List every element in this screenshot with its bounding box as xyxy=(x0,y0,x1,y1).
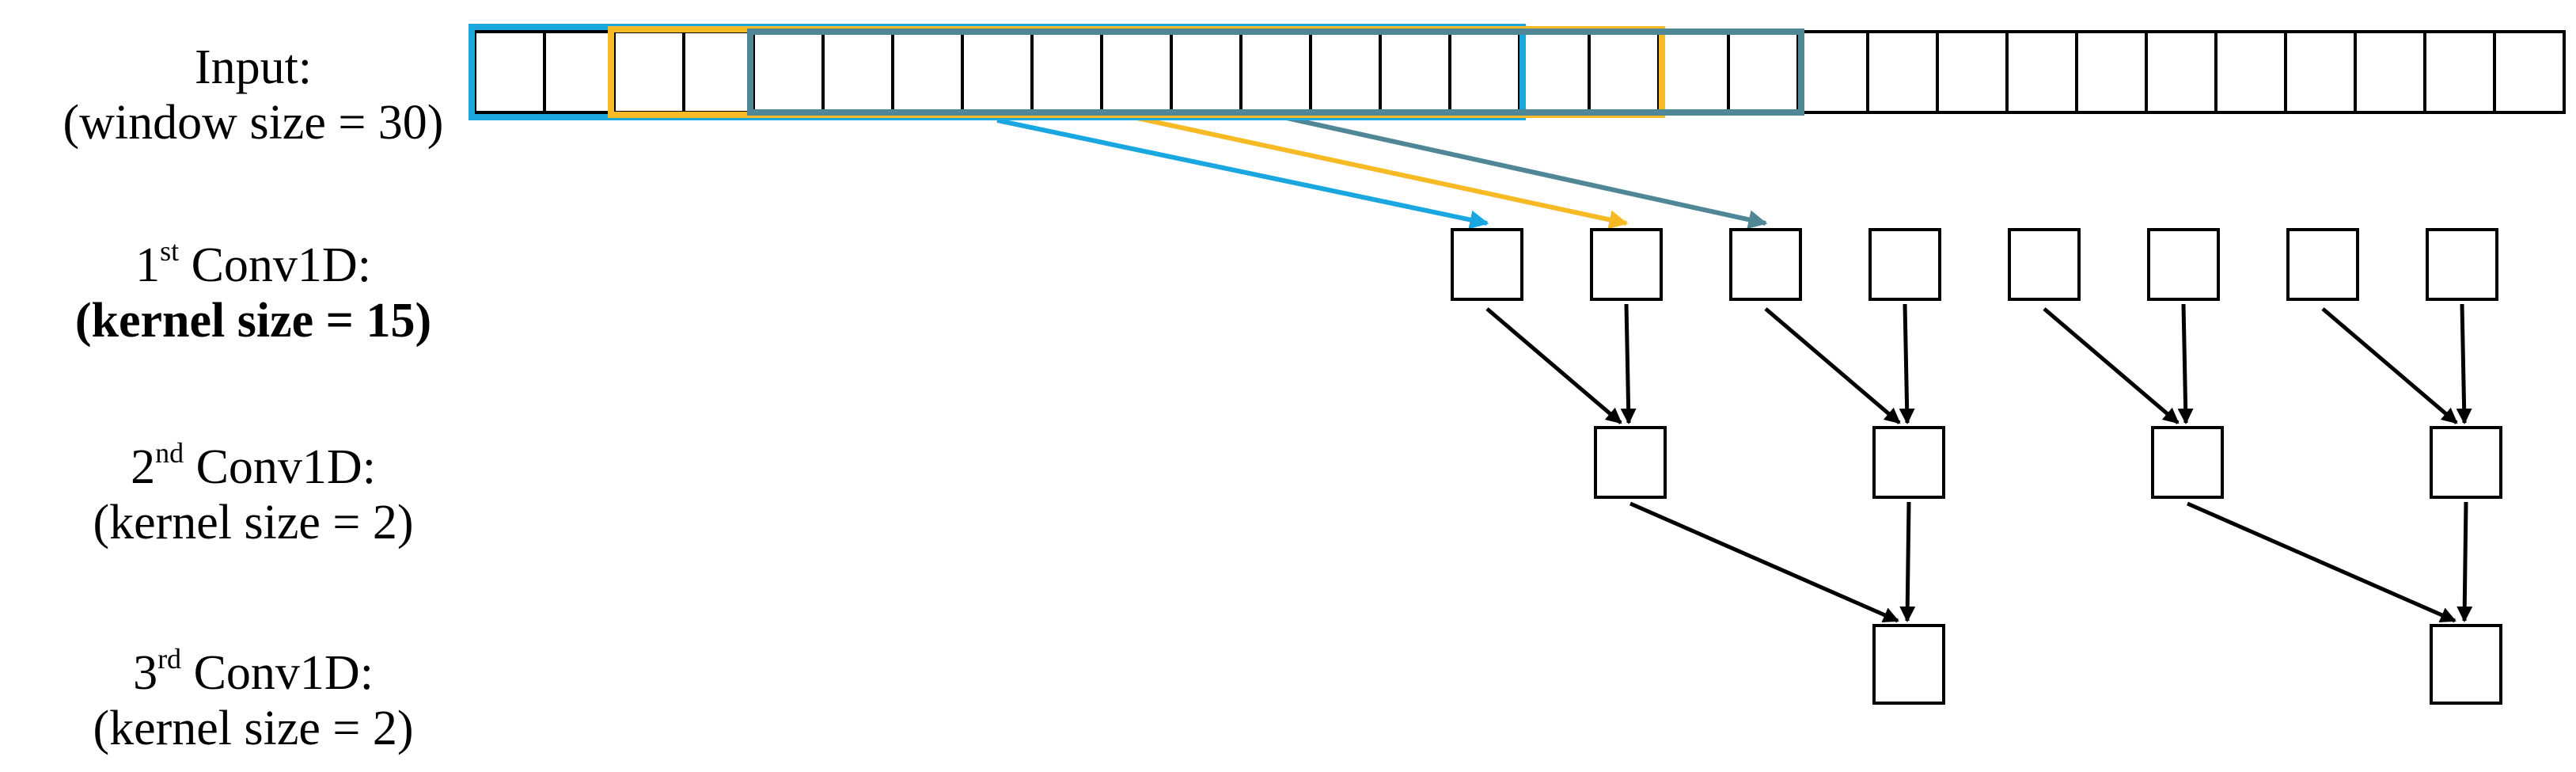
input-cell xyxy=(1588,30,1660,114)
input-cell xyxy=(752,30,825,114)
conv2-to-conv3-arrow xyxy=(2456,501,2473,622)
conv2-label-suffix: nd xyxy=(155,437,184,469)
input-label: Input: (window size = 30) xyxy=(32,40,475,150)
conv2-label-num: 2 xyxy=(131,440,156,494)
kernel-window-3 xyxy=(747,29,1804,116)
input-cell xyxy=(1866,30,1939,114)
input-cell xyxy=(891,30,964,114)
kernel-windows xyxy=(469,24,1804,120)
input-cell xyxy=(1448,30,1521,114)
conv-nodes xyxy=(1451,228,2502,705)
conv1-label-suffix: st xyxy=(160,235,180,267)
input-cell xyxy=(613,30,685,114)
conv2-node xyxy=(1872,426,1945,499)
input-cell xyxy=(2284,30,2357,114)
input-cell xyxy=(1100,30,1173,114)
conv1-node xyxy=(2008,228,2081,301)
input-cell xyxy=(2145,30,2217,114)
kernel-arrow-3 xyxy=(1275,113,1768,230)
conv1-node xyxy=(2286,228,2359,301)
conv2-to-conv3-arrow xyxy=(2186,501,2456,623)
conv3-label-detail: (kernel size = 2) xyxy=(93,702,414,755)
input-cell xyxy=(1936,30,2009,114)
conv1-label-title: Conv1D: xyxy=(191,238,371,292)
kernel-arrow-1 xyxy=(996,118,1489,230)
input-cell xyxy=(473,30,546,114)
input-cell xyxy=(1379,30,1451,114)
conv1-to-conv2-arrow xyxy=(1899,303,1915,424)
conv2-to-conv3-arrow xyxy=(1629,501,1899,623)
conv1-to-conv2-arrow xyxy=(2321,307,2458,424)
conv1-to-conv2-arrow xyxy=(2043,307,2180,424)
input-cell xyxy=(543,30,616,114)
conv2-node xyxy=(1594,426,1667,499)
input-cell xyxy=(2354,30,2426,114)
input-cell xyxy=(821,30,894,114)
conv1-node xyxy=(1729,228,1802,301)
input-cell xyxy=(1727,30,1800,114)
conv1-to-conv2-arrow xyxy=(1620,303,1637,424)
conv1-node xyxy=(2147,228,2220,301)
kernel-window-2 xyxy=(608,26,1665,118)
conv2-label-title: Conv1D: xyxy=(195,440,376,494)
connection-arrows xyxy=(996,113,2473,623)
input-cell xyxy=(1518,30,1591,114)
conv1-to-conv2-arrow xyxy=(1485,307,1622,424)
conv3-node xyxy=(1872,624,1945,705)
input-label-title: Input: xyxy=(194,40,313,94)
input-cell xyxy=(2423,30,2496,114)
input-cell xyxy=(682,30,755,114)
conv1-to-conv2-arrow xyxy=(1764,307,1901,424)
conv2-node xyxy=(2151,426,2224,499)
conv3-label-title: Conv1D: xyxy=(193,646,374,700)
conv1-node xyxy=(1590,228,1663,301)
conv1-to-conv2-arrow xyxy=(2456,303,2472,424)
conv3-node xyxy=(2430,624,2502,705)
kernel-arrow-2 xyxy=(1136,116,1629,230)
conv2-to-conv3-arrow xyxy=(1899,501,1916,622)
conv3-label-num: 3 xyxy=(133,646,158,700)
conv3-label: 3rd Conv1D: (kernel size = 2) xyxy=(32,645,475,756)
conv1-node xyxy=(1868,228,1941,301)
conv1-label-num: 1 xyxy=(135,238,161,292)
conv1-label-detail: (kernel size = 15) xyxy=(74,294,432,348)
input-cell xyxy=(1030,30,1103,114)
conv3-label-suffix: rd xyxy=(157,643,182,675)
input-cell xyxy=(1309,30,1382,114)
conv1-to-conv2-arrow xyxy=(2177,303,2194,424)
input-cell xyxy=(2005,30,2078,114)
input-cell xyxy=(2493,30,2566,114)
input-cell xyxy=(2214,30,2287,114)
input-cell xyxy=(2075,30,2148,114)
conv2-label: 2nd Conv1D: (kernel size = 2) xyxy=(32,439,475,550)
kernel-window-1 xyxy=(469,24,1526,120)
input-cell xyxy=(1170,30,1242,114)
conv2-label-detail: (kernel size = 2) xyxy=(93,496,414,550)
conv1-node xyxy=(2426,228,2498,301)
input-cell xyxy=(961,30,1034,114)
conv2-node xyxy=(2430,426,2502,499)
conv1-label: 1st Conv1D: (kernel size = 15) xyxy=(32,235,475,348)
input-cell xyxy=(1796,30,1869,114)
input-cell xyxy=(1657,30,1730,114)
input-label-detail: (window size = 30) xyxy=(63,96,444,150)
conv1-node xyxy=(1451,228,1523,301)
input-cell xyxy=(1239,30,1312,114)
